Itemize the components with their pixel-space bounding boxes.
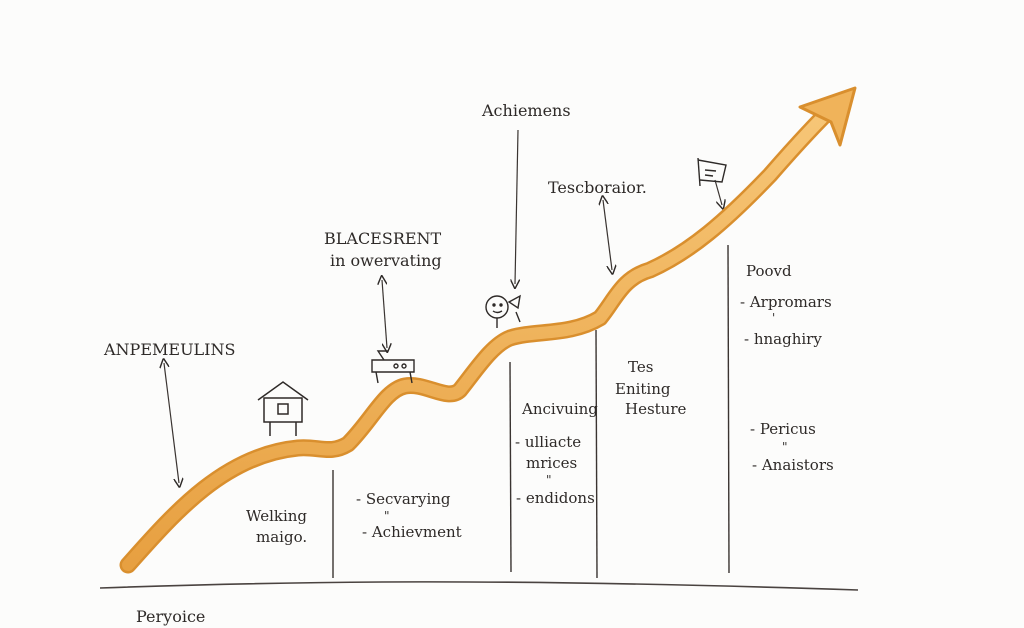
section-3-line-1: Ancivuing [521,400,598,418]
section-3-line-5: - endidons [516,489,595,507]
section-1-line-2: maigo. [256,528,307,546]
label-upper-mid-line2: in owervating [330,251,442,270]
label-upper-mid-line1: BLACESRENT [324,229,442,248]
section-4-line-2: Eniting [615,380,671,398]
desk-icon [371,350,415,384]
growth-arrow [119,86,857,574]
section-4-line-3: Hesture [625,400,687,418]
pointer-top-center [515,129,518,284]
section-divider [509,361,512,573]
pointer-flag [714,179,722,205]
section-divider [727,244,730,574]
section-3-line-3: mrices [526,454,577,472]
section-4-line-1: Tes [628,358,653,376]
flag-icon [697,157,727,187]
section-divider [595,329,598,579]
pointer-left [164,363,179,483]
label-top-center: Achiemens [481,101,571,120]
person-icon [485,294,521,328]
section-5-line-1: Poovd [746,262,792,280]
label-bottom-left: Peryoice [136,607,205,626]
pointer-upper-mid [382,280,387,348]
house-icon [257,381,309,436]
section-2-line-3: - Achievment [362,523,462,541]
section-2-line-1: - Secvarying [356,490,451,508]
section-5-line-4: - hnaghiry [744,330,822,348]
label-left: ANPEMEULINS [103,340,235,359]
section-3-line-4: " [546,473,552,487]
label-upper-right: Tescboraior. [548,178,647,197]
section-3-line-2: - ulliacte [515,433,581,451]
baseline [99,581,859,591]
pointer-upper-right [603,200,612,270]
section-5-line-3: ' [772,311,775,325]
section-5-line-2: - Arpromars [740,293,832,311]
section-1-line-1: Welking [246,507,307,525]
section-5-line-5: - Pericus [750,420,816,438]
section-2-line-2: " [384,509,390,523]
section-5-line-7: - Anaistors [752,456,834,474]
section-5-line-6: " [782,440,788,454]
